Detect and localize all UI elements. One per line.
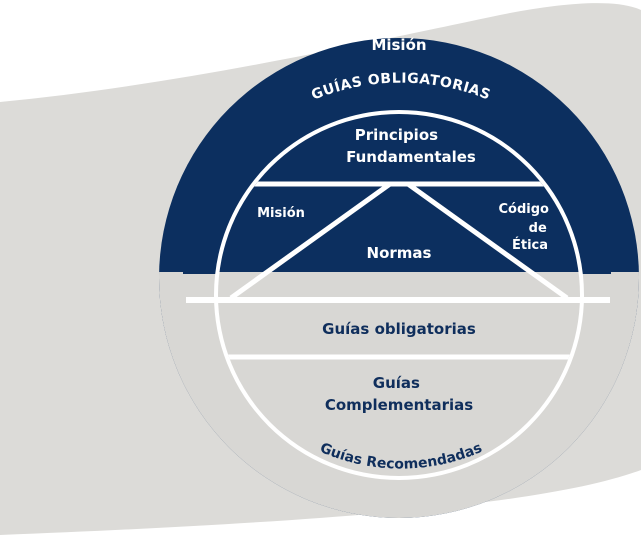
left-wedge-label: Misión	[257, 206, 305, 221]
complementary-guides-label: Guías Complementarias	[325, 374, 473, 414]
horizontal-band	[186, 297, 610, 303]
outer-top-label: Misión	[371, 36, 426, 54]
right-wedge-label: Código de Ética	[498, 202, 553, 253]
principles-label: Principios Fundamentales	[346, 126, 476, 166]
mandatory-guides-label: Guías obligatorias	[322, 320, 476, 338]
triangle-left-edge	[229, 181, 392, 301]
center-label: Normas	[367, 244, 432, 262]
triangle-right-edge	[406, 181, 569, 301]
